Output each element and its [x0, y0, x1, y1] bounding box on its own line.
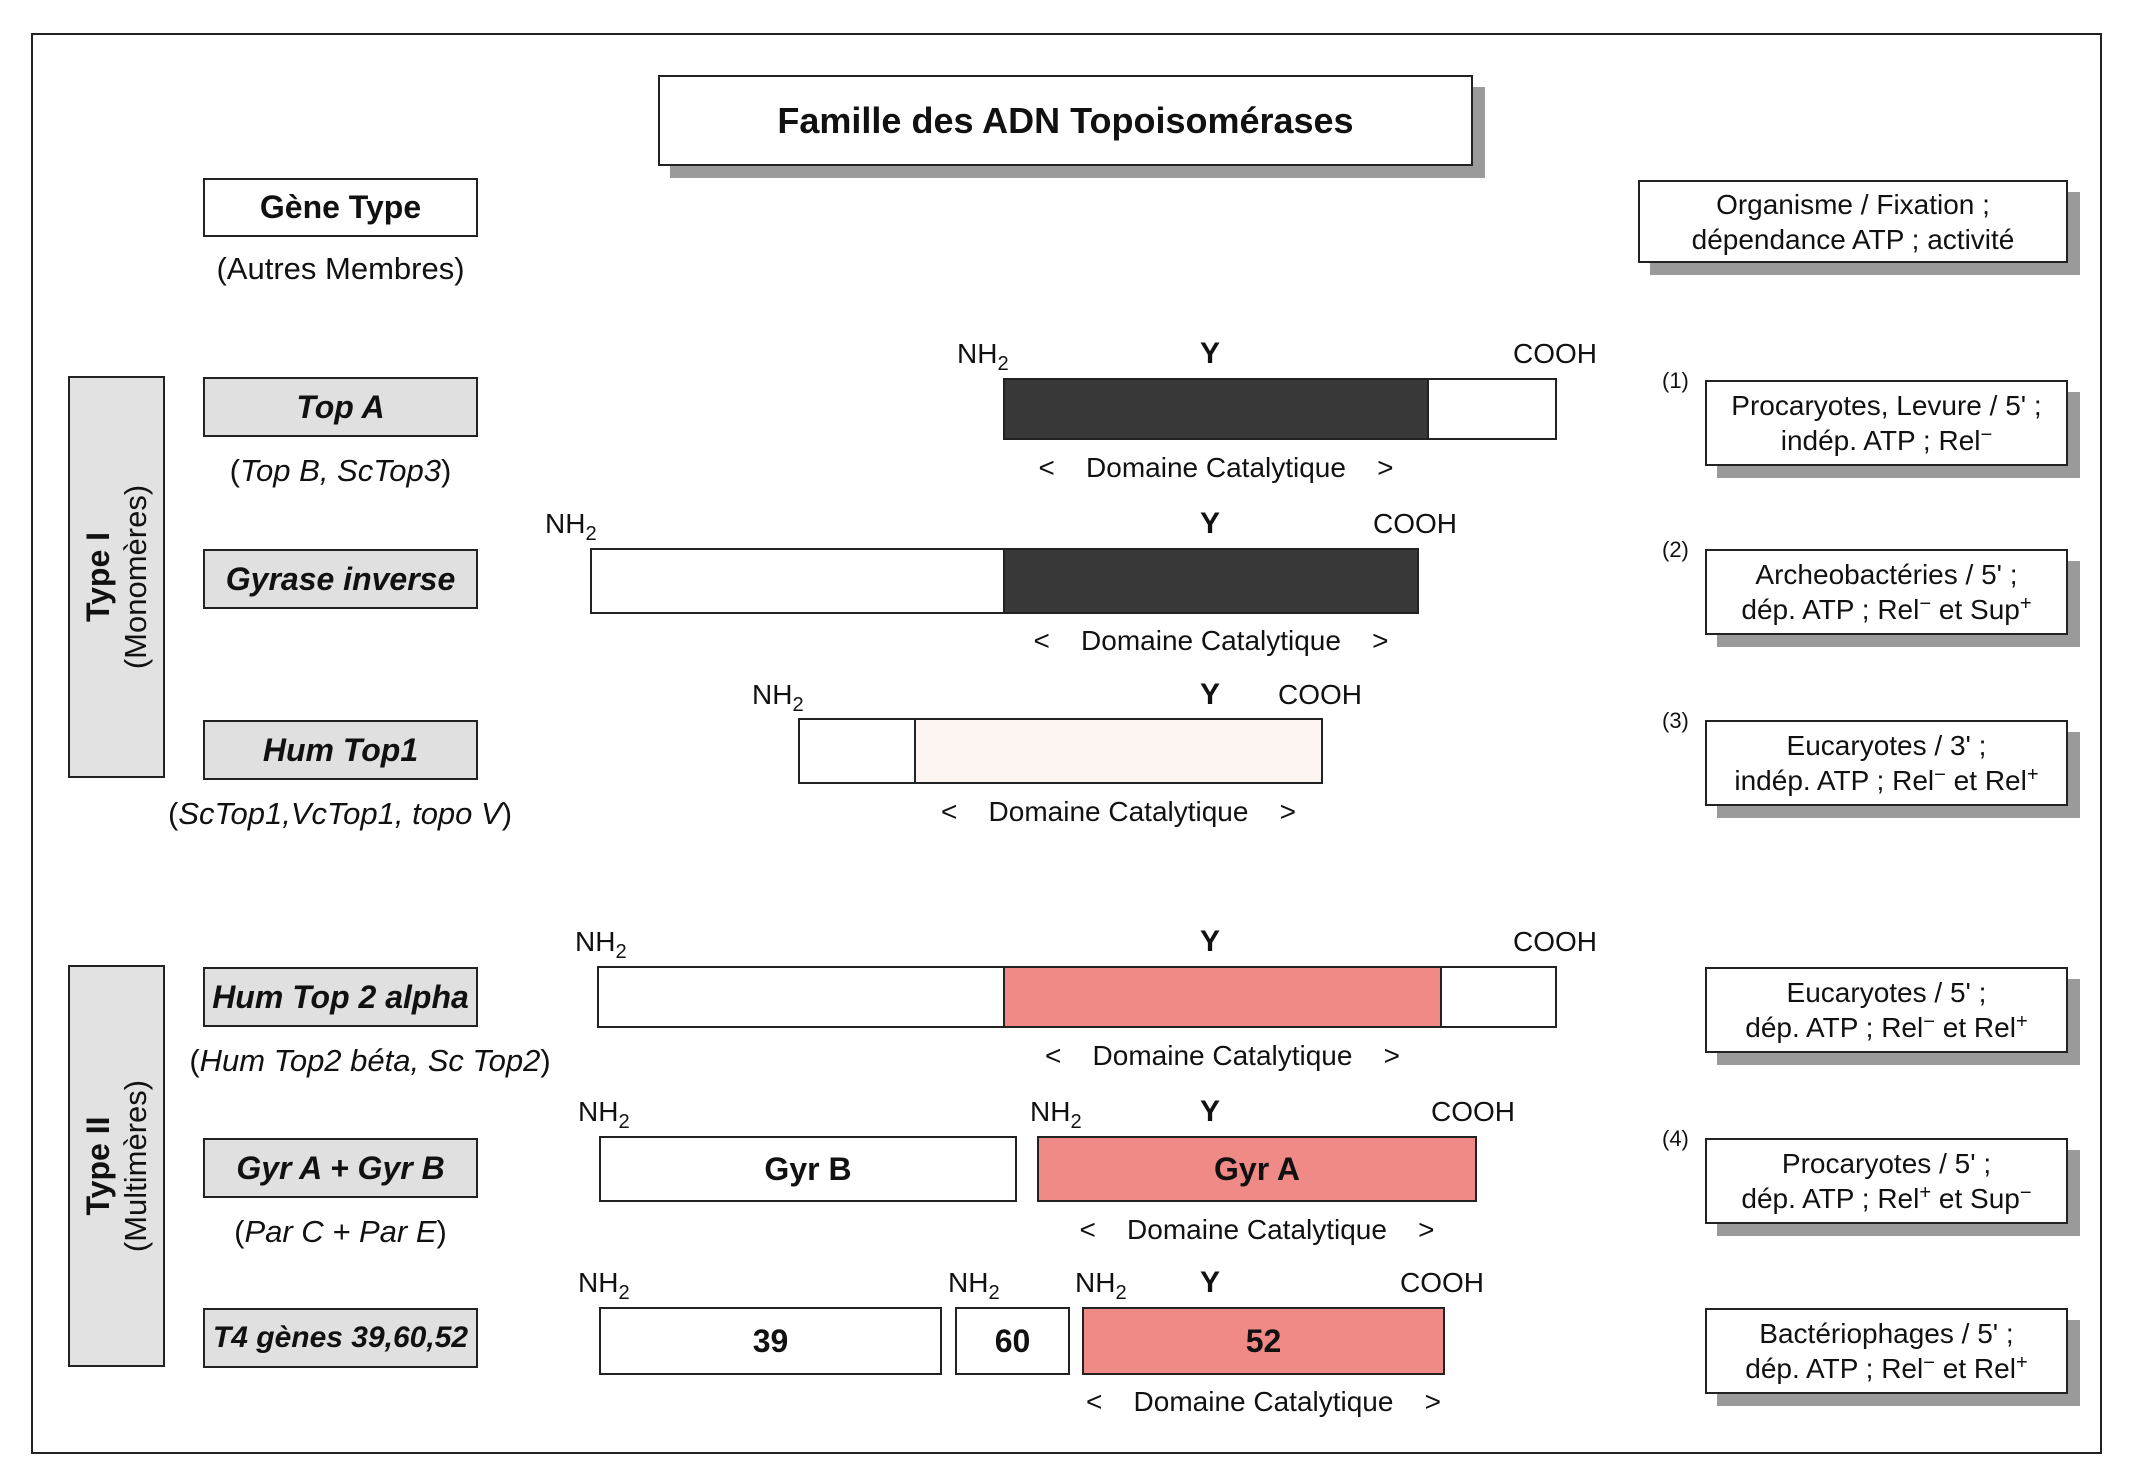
gyr-b-segment: Gyr B: [599, 1136, 1017, 1202]
members-hum-top1: (ScTop1,VcTop1, topo V): [167, 796, 513, 831]
gene-label-hum-top1: Hum Top1: [203, 720, 478, 780]
tyrosine-label: Y: [1200, 337, 1221, 370]
c-terminal-segment: [1427, 378, 1557, 440]
cooh-label: COOH: [1513, 338, 1597, 369]
gene-label-t4-genes: T4 gènes 39,60,52: [203, 1308, 478, 1368]
cooh-label: COOH: [1513, 926, 1597, 957]
gene-type-header: Gène Type: [203, 178, 478, 237]
gyr-a-segment: Gyr A: [1037, 1136, 1477, 1202]
type1-subtitle: (Monomères): [117, 484, 153, 670]
info-box-t4-genes: Bactériophages / 5' ; dép. ATP ; Rel− et…: [1705, 1308, 2068, 1394]
members-hum-top2-alpha: (Hum Top2 béta, Sc Top2): [189, 1043, 551, 1078]
type2-subtitle: (Multimères): [117, 1079, 153, 1253]
catalytic-domain-segment: [1003, 548, 1419, 614]
nh2-label: NH2: [957, 338, 1009, 376]
nh2-label: NH2: [1075, 1267, 1127, 1305]
gene-52-segment: 52: [1082, 1307, 1445, 1375]
info-box-gyrase-inverse: Archeobactéries / 5' ; dép. ATP ; Rel− e…: [1705, 549, 2068, 635]
cooh-label: COOH: [1278, 679, 1362, 710]
members-gyr-a-gyr-b: (Par C + Par E): [234, 1214, 447, 1249]
organism-header-line1: Organisme / Fixation ;: [1716, 188, 1990, 220]
n-terminal-segment: [590, 548, 1005, 614]
footnote-1: (1): [1662, 368, 1689, 393]
diagram-frame: [31, 33, 2102, 1454]
diagram-title: Famille des ADN Topoisomérases: [658, 75, 1473, 166]
gene-60-segment: 60: [955, 1307, 1070, 1375]
other-members-header: (Autres Membres): [216, 251, 465, 286]
members-top-a: (Top B, ScTop3): [229, 453, 452, 488]
tyrosine-label: Y: [1200, 1095, 1221, 1128]
n-terminal-segment: [798, 718, 916, 784]
gene-label-gyr-a-gyr-b: Gyr A + Gyr B: [203, 1138, 478, 1198]
info-box-hum-top2-alpha: Eucaryotes / 5' ; dép. ATP ; Rel− et Rel…: [1705, 967, 2068, 1053]
tyrosine-label: Y: [1200, 1266, 1221, 1299]
gene-label-hum-top2-alpha: Hum Top 2 alpha: [203, 967, 478, 1027]
nh2-label: NH2: [948, 1267, 1000, 1305]
footnote-2: (2): [1662, 537, 1689, 562]
catalytic-domain-segment: [1003, 378, 1429, 440]
catalytic-domain-segment: [914, 718, 1323, 784]
cooh-label: COOH: [1373, 508, 1457, 539]
catalytic-domain-label: < Domaine Catalytique >: [1079, 1214, 1435, 1245]
info-box-gyr-a-gyr-b: Procaryotes / 5' ; dép. ATP ; Rel+ et Su…: [1705, 1138, 2068, 1224]
type1-group-label: Type I (Monomères): [68, 376, 165, 778]
gene-label-gyrase-inverse: Gyrase inverse: [203, 549, 478, 609]
gene-label-top-a: Top A: [203, 377, 478, 437]
info-box-hum-top1: Eucaryotes / 3' ; indép. ATP ; Rel− et R…: [1705, 720, 2068, 806]
tyrosine-label: Y: [1200, 507, 1221, 540]
footnote-4: (4): [1662, 1126, 1689, 1151]
info-box-top-a: Procaryotes, Levure / 5' ; indép. ATP ; …: [1705, 380, 2068, 466]
cooh-label: COOH: [1400, 1267, 1484, 1298]
tyrosine-label: Y: [1200, 678, 1221, 711]
cooh-label: COOH: [1431, 1096, 1515, 1127]
catalytic-domain-label: < Domaine Catalytique >: [1038, 452, 1394, 483]
nh2-label: NH2: [545, 508, 597, 546]
gene-39-segment: 39: [599, 1307, 942, 1375]
n-terminal-segment: [597, 966, 1005, 1028]
type2-title: Type II: [79, 1116, 116, 1216]
catalytic-domain-label: < Domaine Catalytique >: [1045, 1040, 1400, 1071]
nh2-label: NH2: [575, 926, 627, 964]
type1-title: Type I: [79, 531, 116, 623]
catalytic-domain-label: < Domaine Catalytique >: [1033, 625, 1389, 656]
type2-group-label: Type II (Multimères): [68, 965, 165, 1367]
nh2-label: NH2: [752, 679, 804, 717]
footnote-3: (3): [1662, 708, 1689, 733]
c-terminal-segment: [1440, 966, 1557, 1028]
catalytic-domain-segment: [1003, 966, 1442, 1028]
tyrosine-label: Y: [1200, 925, 1221, 958]
nh2-label: NH2: [1030, 1096, 1082, 1134]
nh2-label: NH2: [578, 1096, 630, 1134]
organism-header: Organisme / Fixation ; dépendance ATP ; …: [1638, 180, 2068, 263]
nh2-label: NH2: [578, 1267, 630, 1305]
catalytic-domain-label: < Domaine Catalytique >: [941, 796, 1296, 827]
catalytic-domain-label: < Domaine Catalytique >: [1086, 1386, 1441, 1417]
organism-header-line2: dépendance ATP ; activité: [1691, 223, 2015, 255]
